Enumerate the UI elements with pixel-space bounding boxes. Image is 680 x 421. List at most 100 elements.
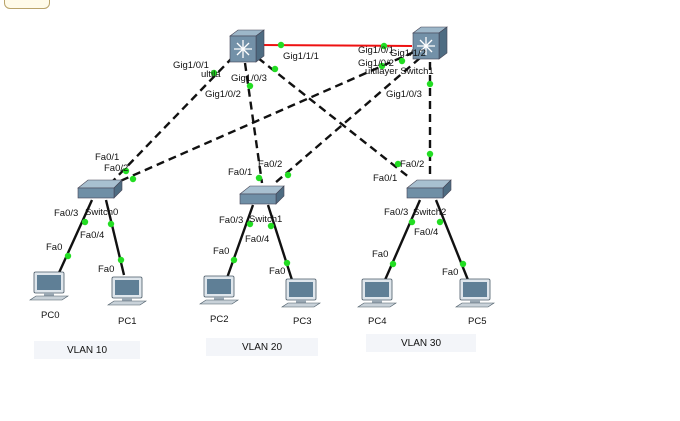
port-dot (122, 167, 130, 175)
device-label-multilayer-switch-0: ultila (201, 69, 221, 80)
pc-screen (289, 282, 313, 297)
port-label: Fa0/1 (95, 152, 119, 163)
pc-keyboard (29, 295, 69, 301)
port-dot (389, 260, 397, 268)
pc-screen (37, 275, 61, 290)
port-label: Fa0/3 (219, 215, 243, 226)
pc0[interactable] (29, 271, 69, 301)
port-label: Gig1/0/1 (173, 60, 209, 71)
pc-screen (463, 282, 487, 297)
device-label-switch0: Switch0 (85, 207, 118, 218)
pc-screen (365, 282, 389, 297)
device-label-pc1: PC1 (118, 316, 136, 327)
port-dot (394, 160, 402, 168)
port-label: Fa0/1 (373, 173, 397, 184)
port-dot (267, 222, 275, 230)
multilayer-switch-0[interactable] (229, 29, 265, 63)
link-ml0-switch0[interactable] (111, 56, 234, 183)
port-dot (129, 175, 137, 183)
device-label-pc4: PC4 (368, 316, 386, 327)
device-labels: ultila ultilayer Switch1 Switch0 Switch1… (41, 66, 486, 327)
pc-stand (372, 300, 382, 303)
pc2[interactable] (199, 275, 239, 305)
port-dot (230, 256, 238, 264)
port-label: Gig1/0/3 (386, 89, 422, 100)
switch1[interactable] (239, 185, 285, 205)
vlan-30-label: VLAN 30 (366, 334, 476, 352)
pc-stand (296, 300, 306, 303)
port-dot (277, 41, 285, 49)
port-label: Fa0/3 (54, 208, 78, 219)
pc3[interactable] (281, 278, 321, 308)
port-status-dots (64, 41, 467, 268)
link-switch2-pc4[interactable] (383, 199, 422, 281)
multilayer-switch-1[interactable] (412, 26, 448, 60)
vlan-20-label: VLAN 20 (206, 338, 318, 356)
switch-front-face (406, 187, 444, 199)
link-switch1-pc3[interactable] (266, 204, 294, 281)
port-dot (398, 57, 406, 65)
link-ml0-switch2[interactable] (257, 57, 411, 179)
device-label-switch2: Switch2 (413, 207, 446, 218)
port-label: Gig1/1/2 (390, 48, 426, 59)
port-label: Fa0 (269, 266, 285, 277)
link-switch0-pc0[interactable] (56, 199, 94, 276)
link-ml1-switch0[interactable] (117, 50, 415, 184)
port-label: Fa0/2 (104, 163, 128, 174)
port-label: Fa0/2 (400, 159, 424, 170)
ml-switch-side-face (438, 26, 448, 60)
port-label: Fa0/4 (414, 227, 438, 238)
port-dot (408, 218, 416, 226)
router-arrows-icon (234, 40, 252, 58)
port-labels: Gig1/1/1 Gig1/0/1 Gig1/1/2 Gig1/0/1 Gig1… (46, 45, 458, 278)
link-switch1-pc2[interactable] (225, 204, 255, 279)
port-dot (271, 65, 279, 73)
port-dot (210, 69, 218, 77)
port-dot (81, 218, 89, 226)
port-label: Fa0/4 (80, 230, 104, 241)
vlan-10-label: VLAN 10 (34, 341, 140, 359)
corner-button[interactable] (4, 0, 50, 9)
link-ml0-switch1[interactable] (243, 62, 264, 184)
port-label: Gig1/0/1 (358, 45, 394, 56)
pc-stand (44, 293, 54, 296)
device-label-switch1: Switch1 (249, 214, 282, 225)
port-label: Fa0 (372, 249, 388, 260)
switch0[interactable] (77, 179, 123, 199)
switch-front-face (239, 193, 277, 205)
port-dot (380, 42, 388, 50)
pc-keyboard (357, 302, 397, 308)
switch2[interactable] (406, 179, 452, 199)
pc-keyboard (107, 300, 147, 306)
pc-screen (115, 280, 139, 295)
port-dot (459, 260, 467, 268)
device-label-pc2: PC2 (210, 314, 228, 325)
pc1[interactable] (107, 276, 147, 306)
device-label-pc5: PC5 (468, 316, 486, 327)
port-dot (426, 150, 434, 158)
pc-keyboard (455, 302, 495, 308)
port-label: Gig1/0/2 (205, 89, 241, 100)
link-ml1-switch1[interactable] (274, 57, 421, 184)
pc4[interactable] (357, 278, 397, 308)
port-dot (378, 62, 386, 70)
port-dot (255, 174, 263, 182)
device-label-pc0: PC0 (41, 310, 59, 321)
pc-stand (122, 298, 132, 301)
port-label: Fa0 (442, 267, 458, 278)
port-label: Gig1/0/2 (358, 58, 394, 69)
pc-stand (470, 300, 480, 303)
device-label-multilayer-switch-1: ultilayer Switch1 (365, 66, 434, 77)
port-label: Fa0/1 (228, 167, 252, 178)
pc-stand (214, 297, 224, 300)
pc-keyboard (199, 299, 239, 305)
pc5[interactable] (455, 278, 495, 308)
port-dot (246, 220, 254, 228)
router-arrows-icon (417, 37, 435, 55)
ml-switch-side-face (255, 29, 265, 63)
port-label: Gig1/1/1 (283, 51, 319, 62)
port-dot (283, 259, 291, 267)
port-dot (246, 82, 254, 90)
port-label: Fa0 (46, 242, 62, 253)
pc-screen (207, 279, 231, 294)
